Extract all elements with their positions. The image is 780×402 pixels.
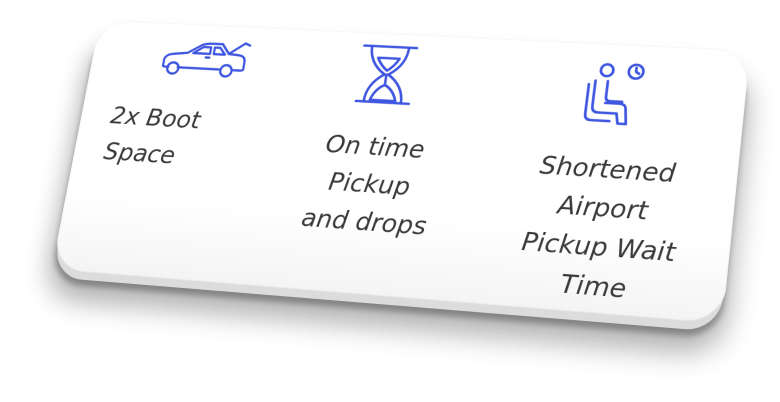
feature-boot-space: 2x Boot Space	[101, 34, 266, 179]
feature-label: 2x Boot Space	[101, 101, 203, 170]
waiting-seat-clock-icon	[516, 57, 717, 144]
car-boot-icon	[153, 36, 265, 95]
feature-label: Shortened Airport Pickup Wait Time	[520, 150, 678, 304]
feature-label: On time Pickup and drops	[299, 129, 429, 241]
feature-card: 2x Boot Space On time Pickup and drops	[51, 19, 751, 324]
feature-on-time: On time Pickup and drops	[274, 39, 476, 248]
feature-short-wait: Shortened Airport Pickup Wait Time	[494, 57, 717, 314]
hourglass-icon	[295, 39, 477, 122]
